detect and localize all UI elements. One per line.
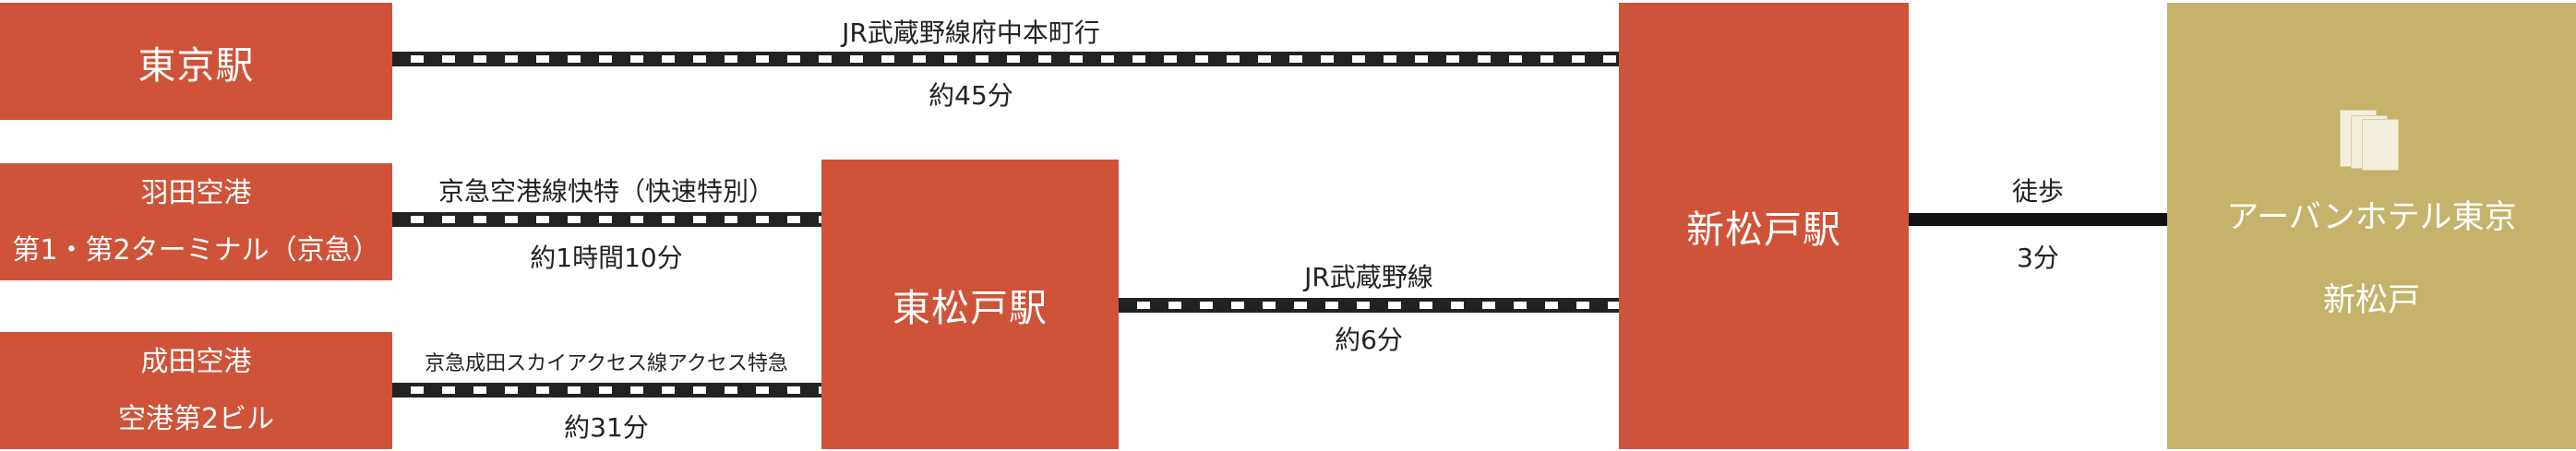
route-tokyo-time: 約45分 (929, 80, 1013, 111)
rail-tokyo-shinmatsudo (392, 52, 1619, 66)
route-haneda-time: 約1時間10分 (530, 243, 683, 273)
route-higashi-line: JR武蔵野線 (1304, 262, 1433, 292)
station-shin-matsudo-label: 新松戸駅 (1686, 208, 1841, 252)
station-higashi-matsudo-label: 東松戸駅 (893, 286, 1048, 330)
hotel-location: 新松戸 (2322, 282, 2420, 319)
station-higashi-matsudo: 東松戸駅 (821, 160, 1119, 449)
station-tokyo: 東京駅 (0, 3, 392, 120)
station-shin-matsudo: 新松戸駅 (1619, 3, 1909, 449)
route-haneda-line: 京急空港線快特（快速特別） (437, 176, 775, 207)
station-narita: 成田空港 空港第2ビル (0, 332, 392, 449)
hotel-box: アーバンホテル東京 新松戸 (2167, 3, 2576, 449)
station-haneda-label-2: 第1・第2ターミナル（京急） (12, 233, 380, 267)
station-haneda: 羽田空港 第1・第2ターミナル（京急） (0, 163, 392, 280)
hotel-name: アーバンホテル東京 (2226, 199, 2517, 236)
hotel-building-icon (2339, 110, 2404, 171)
rail-higashimatsudo-shinmatsudo (1119, 298, 1619, 313)
route-higashi-time: 約6分 (1335, 325, 1403, 355)
station-tokyo-label: 東京駅 (138, 42, 255, 88)
walk-connector (1909, 213, 2167, 226)
rail-narita-higashimatsudo (392, 383, 821, 398)
rail-haneda-higashimatsudo (392, 212, 821, 227)
station-haneda-label-1: 羽田空港 (140, 176, 252, 209)
station-narita-label-1: 成田空港 (140, 345, 252, 378)
route-tokyo-line: JR武蔵野線府中本町行 (842, 18, 1100, 48)
route-walk-time: 3分 (2017, 243, 2059, 273)
station-narita-label-2: 空港第2ビル (117, 402, 275, 435)
route-walk-label: 徒歩 (2011, 176, 2065, 207)
route-narita-line: 京急成田スカイアクセス線アクセス特急 (425, 352, 788, 375)
route-narita-time: 約31分 (564, 412, 649, 443)
